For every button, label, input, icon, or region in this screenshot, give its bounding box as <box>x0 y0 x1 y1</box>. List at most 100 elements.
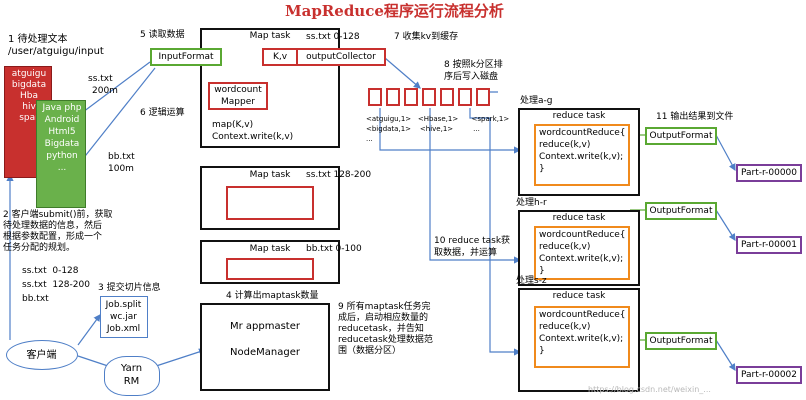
reduce-code: Context.write(k,v); <box>539 334 624 344</box>
yarn-rm-cloud: Yarn RM <box>104 356 160 396</box>
step5-label: 5 读取数据 <box>140 30 185 40</box>
step7-label: 7 收集kv到缓存 <box>394 32 459 42</box>
reduce-section-h-r: 处理h-r <box>516 198 547 208</box>
reduce-task-2: reduce task wordcountReduce{ reduce(k,v)… <box>518 210 640 286</box>
part-r-00001: Part-r-00001 <box>736 236 802 254</box>
split-bb: bb.txt <box>22 294 49 304</box>
partition-row1: <atguigu,1> <Hbase,1> <spark,1> <box>366 115 510 123</box>
reduce-code: reduce(k,v) <box>539 140 591 150</box>
client-node: 客户端 <box>6 340 78 370</box>
outputformat-1-label: OutputFormat <box>649 131 713 141</box>
reduce-task-2-title: reduce task <box>552 213 606 223</box>
step3-label: 3 提交切片信息 <box>98 283 161 293</box>
step1-path: /user/atguigu/input <box>8 46 104 57</box>
reduce-code: reduce(k,v) <box>539 242 591 252</box>
reduce-code: } <box>539 346 545 356</box>
file-ss-line: atguigu <box>11 69 47 79</box>
reduce-code: Context.write(k,v); <box>539 254 624 264</box>
file-bb-line: Html5 <box>48 127 76 137</box>
client-label: 客户端 <box>26 350 57 361</box>
outputformat-2: OutputFormat <box>645 202 717 220</box>
file-ss-line: bigdata <box>11 80 47 90</box>
step10-line2: 取数据，并运算 <box>434 248 498 258</box>
file-bb-line: python <box>46 151 78 161</box>
partition-buffer <box>458 88 472 106</box>
maptask-2-inner <box>226 186 314 220</box>
step4-label: 4 计算出maptask数量 <box>226 291 319 301</box>
part-r-00000-label: Part-r-00000 <box>740 168 798 178</box>
output-collector-label: outputCollector <box>306 52 376 62</box>
reduce-section-a-g: 处理a-g <box>520 96 553 106</box>
map-code-line1: map(K,v) <box>212 120 254 130</box>
maptask-3: Map task <box>200 240 340 284</box>
reduce-2-code-box: wordcountReduce{ reduce(k,v) Context.wri… <box>534 226 630 280</box>
step11-label: 11 输出结果到文件 <box>656 112 734 122</box>
partition-buffer <box>422 88 436 106</box>
maptask-2: Map task <box>200 166 340 230</box>
step1-label: 1 待处理文本 <box>8 34 68 45</box>
kv-box: K,v <box>262 48 298 66</box>
step10-line1: 10 reduce task获 <box>434 236 511 246</box>
split-ss-128: ss.txt 128-200 <box>22 280 90 290</box>
outputformat-1: OutputFormat <box>645 127 717 145</box>
file-bb-size: 100m <box>108 164 134 174</box>
file-ss-line: hiv <box>22 102 36 112</box>
reduce-section-s-z: 处理s-z <box>516 276 547 286</box>
outputformat-3-label: OutputFormat <box>649 336 713 346</box>
file-bb-name: bb.txt <box>108 152 135 162</box>
partition-buffer <box>440 88 454 106</box>
part-r-00002: Part-r-00002 <box>736 366 802 384</box>
reduce-task-3-title: reduce task <box>552 291 606 301</box>
job-split-file: Job.split <box>105 300 142 310</box>
reduce-1-code-box: wordcountReduce{ reduce(k,v) Context.wri… <box>534 124 630 186</box>
part-r-00001-label: Part-r-00001 <box>740 240 798 250</box>
reduce-code: Context.write(k,v); <box>539 152 624 162</box>
partition-buffer <box>386 88 400 106</box>
reduce-code: wordcountReduce{ <box>539 128 626 138</box>
map-code-line2: Context.write(k,v) <box>212 132 294 142</box>
appmaster-label: Mr appmaster <box>229 321 300 332</box>
job-xml-file: Job.xml <box>106 324 141 334</box>
file-bb-line: Android <box>44 115 80 125</box>
part-r-00002-label: Part-r-00002 <box>740 370 798 380</box>
partition-buffer <box>368 88 382 106</box>
reduce-task-1-title: reduce task <box>552 111 606 121</box>
wc-jar-file: wc.jar <box>110 312 137 322</box>
step6-label: 6 逻辑运算 <box>140 108 185 118</box>
mapper-line1: wordcount <box>214 85 262 95</box>
file-ss-line: Hba <box>20 91 38 101</box>
reduce-code: reduce(k,v) <box>539 322 591 332</box>
maptask-1: Map task wordcount Mapper map(K,v) Conte… <box>200 28 340 148</box>
step8-line2: 序后写入磁盘 <box>444 72 499 82</box>
step2-text: 2 客户端submit()前，获取 待处理数据的信息，然后 根据参数配置，形成一… <box>3 210 113 253</box>
maptask-3-inner <box>226 258 314 280</box>
split-ss-0: ss.txt 0-128 <box>22 266 79 276</box>
step8-line1: 8 按照k分区排 <box>444 60 503 70</box>
appmaster-box: Mr appmaster NodeManager <box>200 303 330 391</box>
reduce-task-3: reduce task wordcountReduce{ reduce(k,v)… <box>518 288 640 392</box>
kv-label: K,v <box>272 52 288 62</box>
file-bb-line: Bigdata <box>44 139 80 149</box>
file-ss-name: ss.txt <box>88 74 113 84</box>
file-bb-line: ... <box>57 163 67 173</box>
outputformat-2-label: OutputFormat <box>649 206 713 216</box>
reduce-code: wordcountReduce{ <box>539 310 626 320</box>
inputformat-box: InputFormat <box>150 48 222 66</box>
file-bb-line: Java php <box>42 103 82 113</box>
file-ss-line: spar <box>19 113 39 123</box>
reduce-3-code-box: wordcountReduce{ reduce(k,v) Context.wri… <box>534 306 630 368</box>
maptask-3-split: bb.txt 0-100 <box>306 244 362 254</box>
rm-label: RM <box>123 376 140 387</box>
diagram-title: MapReduce程序运行流程分析 <box>285 2 504 20</box>
reduce-code: } <box>539 164 545 174</box>
maptask-1-title: Map task <box>249 31 291 41</box>
file-bb: Java php Android Html5 Bigdata python ..… <box>36 100 86 208</box>
maptask-3-title: Map task <box>249 244 291 254</box>
partition-buffer <box>404 88 418 106</box>
reduce-code: } <box>539 266 545 276</box>
watermark: https://blog.csdn.net/weixin_... <box>588 385 711 394</box>
job-files-box: Job.split wc.jar Job.xml <box>100 296 148 338</box>
partition-row2: <bigdata,1> <hive,1> ... <box>366 125 480 133</box>
maptask-2-title: Map task <box>249 170 291 180</box>
reduce-code: wordcountReduce{ <box>539 230 626 240</box>
